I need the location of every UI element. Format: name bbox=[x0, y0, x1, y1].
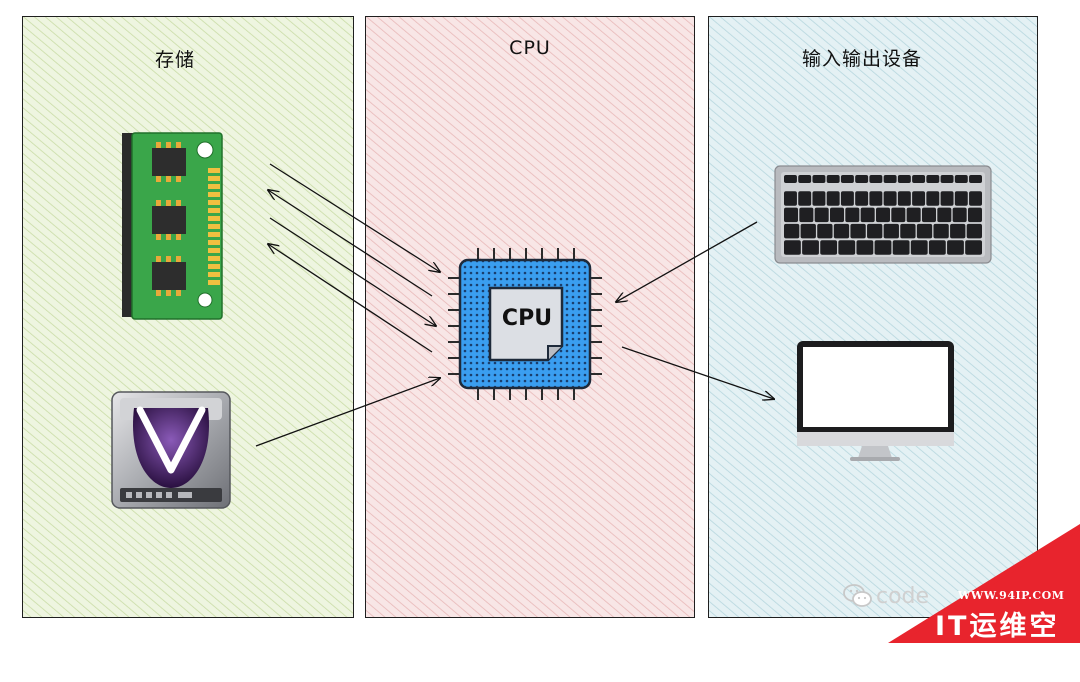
keyboard-key bbox=[928, 240, 946, 255]
cpu-chip-icon bbox=[448, 248, 602, 400]
keyboard-key bbox=[812, 191, 826, 206]
keyboard-key bbox=[875, 207, 891, 223]
keyboard-key bbox=[869, 175, 883, 183]
keyboard-key bbox=[784, 191, 797, 206]
arrow-cpu-to-memory-2 bbox=[268, 244, 433, 353]
banner-url: WWW.94IP.COM bbox=[958, 589, 1065, 602]
keyboard-key bbox=[900, 223, 916, 239]
panel-storage: 存储 bbox=[22, 16, 354, 618]
banner-name: IT运维空间 bbox=[935, 611, 1060, 681]
keyboard-key bbox=[947, 240, 964, 255]
keyboard-key bbox=[867, 223, 883, 239]
keyboard-key bbox=[784, 175, 797, 183]
keyboard-key bbox=[933, 223, 949, 239]
keyboard-key bbox=[784, 207, 799, 223]
keyboard-key bbox=[860, 207, 875, 223]
keyboard-key bbox=[784, 223, 800, 239]
cpu-chip-label: CPU bbox=[501, 306, 553, 331]
keyboard-key bbox=[820, 240, 838, 255]
keyboard-key bbox=[840, 191, 854, 206]
keyboard-key bbox=[829, 207, 845, 223]
keyboard-key bbox=[966, 223, 982, 239]
hard-disk-icon bbox=[111, 391, 231, 509]
keyboard-key bbox=[840, 175, 854, 183]
panel-title-io: 输入输出设备 bbox=[802, 48, 923, 70]
arrow-keyboard-to-cpu bbox=[616, 221, 758, 302]
keyboard-key bbox=[855, 175, 869, 183]
keyboard-key bbox=[969, 175, 982, 183]
panel-io: 输入输出设备 bbox=[708, 16, 1038, 618]
panel-title-cpu: CPU bbox=[509, 37, 551, 59]
keyboard-key bbox=[802, 240, 819, 255]
keyboard-key bbox=[897, 191, 911, 206]
wechat-icon bbox=[843, 584, 872, 607]
keyboard-key bbox=[950, 223, 966, 239]
keyboard-key bbox=[926, 191, 940, 206]
watermark-text: code bbox=[876, 584, 930, 609]
keyboard-key bbox=[784, 240, 801, 255]
keyboard-icon bbox=[774, 165, 992, 264]
monitor-icon bbox=[797, 341, 954, 461]
arrow-memory-to-cpu-2 bbox=[269, 217, 436, 326]
keyboard-key bbox=[967, 207, 982, 223]
keyboard-key bbox=[883, 175, 897, 183]
keyboard-key bbox=[940, 175, 954, 183]
keyboard-key bbox=[869, 191, 883, 206]
diagram-overlay bbox=[111, 132, 1080, 643]
keyboard-key bbox=[912, 191, 926, 206]
keyboard-key bbox=[883, 223, 899, 239]
keyboard-key bbox=[883, 191, 897, 206]
arrow-cpu-to-monitor bbox=[621, 346, 774, 399]
arrow-cpu-to-memory-1 bbox=[268, 190, 433, 297]
keyboard-key bbox=[969, 191, 982, 206]
keyboard-key bbox=[952, 207, 967, 223]
keyboard-key bbox=[937, 207, 952, 223]
keyboard-key bbox=[954, 175, 968, 183]
keyboard-key bbox=[817, 223, 833, 239]
keyboard-key bbox=[845, 207, 860, 223]
keyboard-key bbox=[954, 191, 968, 206]
keyboard-key bbox=[838, 240, 856, 255]
keyboard-key bbox=[799, 207, 814, 223]
keyboard-key bbox=[855, 191, 869, 206]
keyboard-key bbox=[897, 175, 911, 183]
keyboard-key bbox=[892, 240, 910, 255]
watermark-banner bbox=[888, 524, 1080, 643]
panel-title-storage: 存储 bbox=[155, 49, 196, 71]
keyboard-key bbox=[800, 223, 816, 239]
keyboard-key bbox=[812, 175, 826, 183]
keyboard-key bbox=[798, 191, 812, 206]
keyboard-key bbox=[906, 207, 921, 223]
keyboard-key bbox=[874, 240, 892, 255]
keyboard-key bbox=[940, 191, 954, 206]
arrows bbox=[255, 163, 774, 447]
panel-io-hatch bbox=[709, 17, 1037, 617]
keyboard-key bbox=[926, 175, 940, 183]
keyboard-key bbox=[891, 207, 906, 223]
keyboard-key bbox=[965, 240, 982, 255]
arrow-memory-to-cpu-1 bbox=[269, 163, 440, 272]
keyboard-key bbox=[850, 223, 866, 239]
keyboard-key bbox=[814, 207, 829, 223]
keyboard-key bbox=[826, 175, 840, 183]
keyboard-key bbox=[912, 175, 926, 183]
memory-module-icon bbox=[122, 132, 223, 320]
keyboard-keys bbox=[784, 175, 982, 255]
keyboard-key bbox=[910, 240, 928, 255]
keyboard-key bbox=[826, 191, 840, 206]
keyboard-key bbox=[916, 223, 933, 239]
arrow-disk-to-cpu bbox=[255, 378, 440, 447]
keyboard-key bbox=[798, 175, 812, 183]
keyboard-key bbox=[856, 240, 874, 255]
keyboard-key bbox=[833, 223, 850, 239]
keyboard-key bbox=[921, 207, 937, 223]
